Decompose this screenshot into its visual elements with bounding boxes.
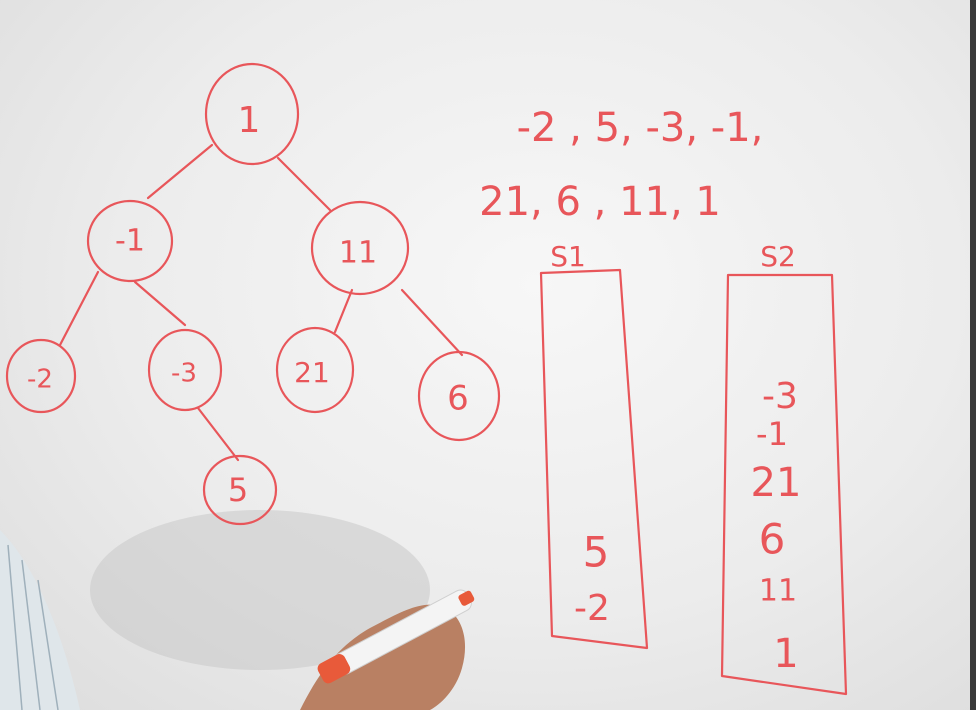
node-label: 5 <box>228 471 248 509</box>
stack-s2-item-1: 1 <box>773 631 798 677</box>
sleeve-stripes <box>7 544 59 710</box>
tree-node-left-right: -3 <box>147 328 223 412</box>
edge-left-leftleft <box>58 270 100 347</box>
tree-node-left-right-right: 5 <box>202 454 278 526</box>
sequence-line-2: 21, 6 , 11, 1 <box>479 179 721 225</box>
stack-s1-item-5: 5 <box>583 528 610 577</box>
node-label: 6 <box>447 379 469 419</box>
edge-root-right <box>276 156 332 212</box>
node-label: -3 <box>171 359 197 389</box>
person-sleeve <box>0 530 80 710</box>
tree-node-left-left: -2 <box>5 338 77 414</box>
stack-s1-box <box>539 268 649 650</box>
node-label: 21 <box>294 356 330 389</box>
frame-edge <box>970 0 976 710</box>
stack-s2-item-6: 6 <box>759 515 786 564</box>
hand-shadow <box>90 510 430 670</box>
marker <box>317 589 475 684</box>
edge-right-rightleft <box>333 288 354 334</box>
sequence-line-1: -2 , 5, -3, -1, <box>517 105 764 151</box>
edge-leftright-five <box>196 406 240 462</box>
tree-edges <box>58 143 464 462</box>
tree-node-root: 1 <box>204 62 300 166</box>
node-label: -2 <box>27 365 53 395</box>
tree-node-right-right: 6 <box>417 350 501 442</box>
stack-s2-label: S2 <box>760 240 796 273</box>
node-label: 11 <box>339 236 377 271</box>
stack-s2-item-21: 21 <box>751 460 802 506</box>
node-label: -1 <box>115 224 145 259</box>
tree-node-right-left: 21 <box>275 326 355 414</box>
edge-left-leftright <box>133 280 187 327</box>
stack-s2-item-11: 11 <box>759 574 797 609</box>
stack-s1-item-neg2: -2 <box>574 588 610 629</box>
stack-s2-item-neg1: -1 <box>756 415 788 453</box>
edge-right-rightright <box>400 288 464 357</box>
marker-tip <box>458 590 475 606</box>
node-label: 1 <box>238 100 261 141</box>
stack-s1-label: S1 <box>550 240 586 273</box>
stack-s2-box <box>720 273 848 696</box>
tree-node-right: 11 <box>310 200 410 296</box>
tree-node-left: -1 <box>86 199 174 283</box>
edge-root-left <box>146 143 214 200</box>
stack-s2-item-neg3: -3 <box>762 376 798 417</box>
marker-cap <box>317 654 351 684</box>
